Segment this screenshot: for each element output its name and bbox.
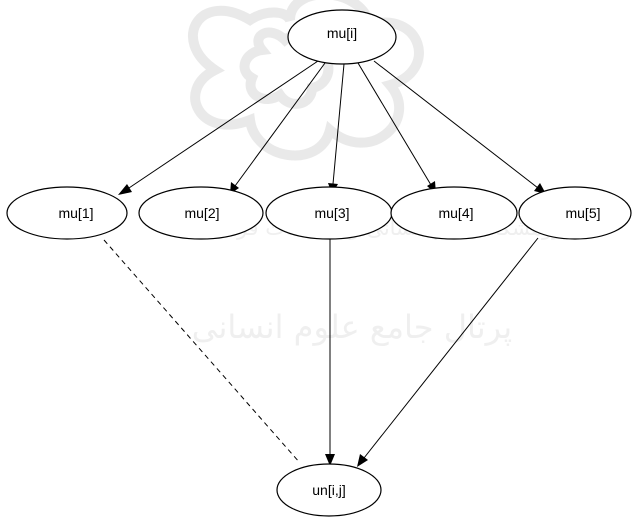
node-mu-2-label: mu[2] bbox=[184, 205, 219, 221]
nodes-layer: mu[i] mu[1] mu[2] mu[3] mu[4] mu[5] bbox=[6, 9, 632, 517]
watermark-emblem bbox=[187, 0, 424, 161]
edge-mu1-unij-dashed bbox=[103, 239, 301, 464]
node-mu-i[interactable]: mu[i] bbox=[287, 9, 397, 65]
node-mu-i-ellipse bbox=[287, 9, 397, 65]
node-mu-1-ellipse bbox=[6, 186, 128, 240]
edge-mui-mu4 bbox=[357, 62, 432, 186]
node-mu-3[interactable]: mu[3] bbox=[265, 186, 393, 240]
node-mu-5-label: mu[5] bbox=[565, 205, 600, 221]
node-mu-1-label: mu[1] bbox=[58, 205, 93, 221]
node-mu-3-label: mu[3] bbox=[314, 205, 349, 221]
edges-layer bbox=[103, 60, 546, 467]
node-un-ij-label: un[i,j] bbox=[312, 482, 345, 498]
edge-mui-mu1 bbox=[125, 60, 319, 191]
node-mu-5[interactable]: mu[5] bbox=[518, 186, 632, 240]
node-mu-i-label: mu[i] bbox=[327, 25, 357, 41]
watermark-line2: پرتال جامع علوم انسانی bbox=[192, 308, 512, 346]
node-mu-2-ellipse bbox=[138, 186, 264, 240]
node-un-ij[interactable]: un[i,j] bbox=[276, 463, 382, 517]
node-un-ij-ellipse bbox=[276, 463, 382, 517]
node-mu-4[interactable]: mu[4] bbox=[390, 186, 518, 240]
node-mu-5-ellipse bbox=[518, 186, 632, 240]
edge-mui-mu5 bbox=[373, 60, 539, 189]
node-mu-4-label: mu[4] bbox=[438, 205, 473, 221]
node-mu-4-ellipse bbox=[390, 186, 518, 240]
node-mu-1[interactable]: mu[1] bbox=[6, 186, 128, 240]
arrowhead-mu1 bbox=[118, 184, 132, 195]
edge-mui-mu3 bbox=[332, 63, 345, 185]
arrowhead-unij-from-mu3 bbox=[325, 454, 335, 466]
node-mu-2[interactable]: mu[2] bbox=[138, 186, 264, 240]
arrowhead-unij-from-mu5 bbox=[357, 454, 368, 467]
edge-mui-mu2 bbox=[234, 62, 326, 187]
edge-mu5-unij bbox=[363, 237, 539, 459]
